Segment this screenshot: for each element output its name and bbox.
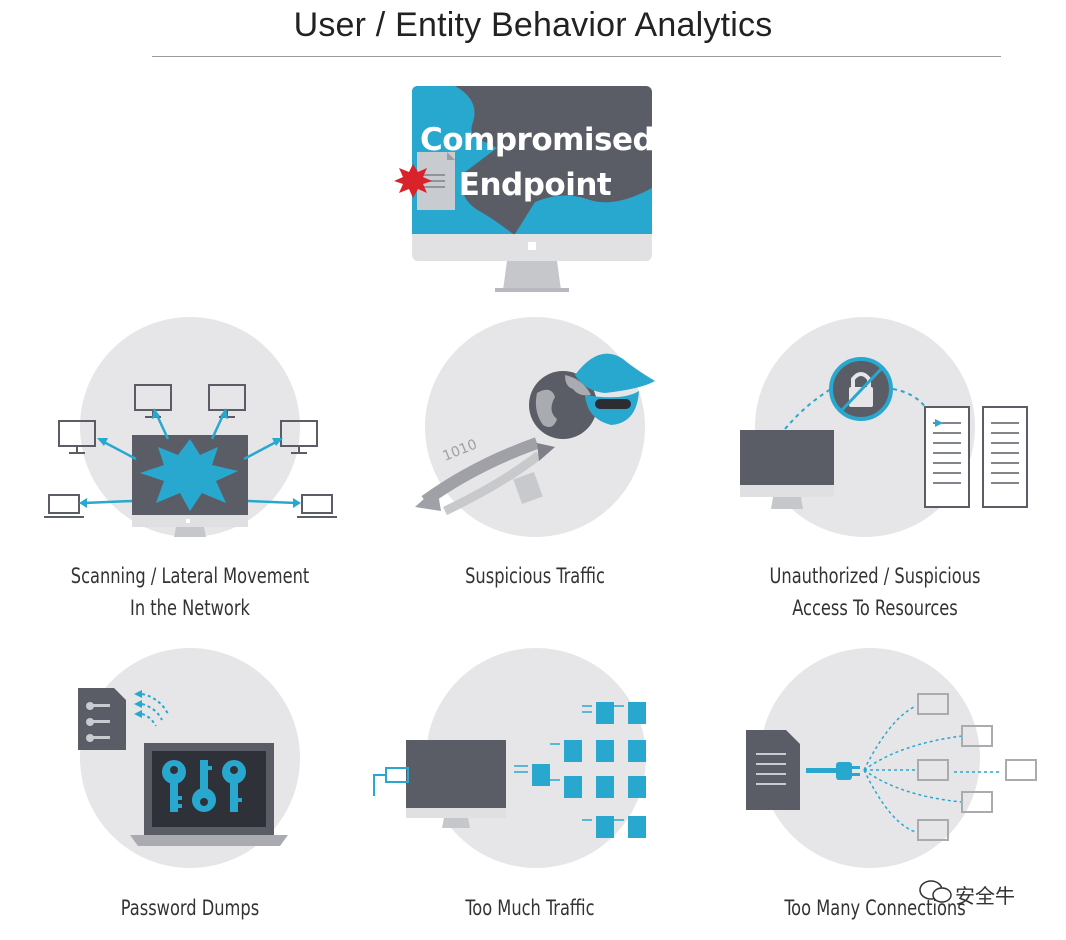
hero-label-line2: Endpoint: [458, 167, 612, 203]
unauthorized-access-caption-line1: Unauthorized / Suspicious: [769, 564, 981, 588]
scanning-caption: Scanning / Lateral Movement In the Netwo…: [61, 560, 319, 624]
too-much-traffic-icon: [373, 648, 646, 868]
wechat-icon: [919, 880, 952, 903]
title-underline: [152, 56, 1001, 57]
suspicious-traffic-caption: Suspicious Traffic: [423, 560, 647, 592]
unauthorized-access-caption-line2: Access To Resources: [792, 596, 958, 620]
password-dumps-caption: Password Dumps: [87, 892, 293, 924]
too-much-traffic-caption: Too Much Traffic: [401, 892, 659, 924]
password-dumps-caption-line1: Password Dumps: [120, 896, 260, 920]
scanning-caption-line1: Scanning / Lateral Movement: [70, 564, 310, 588]
watermark-text: 安全牛: [955, 886, 1015, 908]
unauthorized-access-icon: [740, 317, 1028, 537]
document-cluster: [532, 702, 646, 838]
hero-label: Compromised Endpoint: [420, 118, 655, 208]
too-many-connections-icon: [746, 648, 1037, 868]
suspicious-traffic-caption-line1: Suspicious Traffic: [465, 564, 605, 588]
compromised-endpoint-monitor-icon: [394, 86, 652, 292]
suspicious-traffic-icon: 1010: [415, 317, 655, 537]
scanning-lateral-movement-icon: [44, 317, 337, 537]
too-much-traffic-caption-line1: Too Much Traffic: [465, 896, 595, 920]
hero-label-line1: Compromised: [420, 122, 655, 158]
unauthorized-access-caption: Unauthorized / Suspicious Access To Reso…: [746, 560, 1004, 624]
page-title: User / Entity Behavior Analytics: [293, 6, 773, 44]
password-dumps-icon: [78, 648, 300, 868]
scanning-caption-line2: In the Network: [130, 596, 250, 620]
